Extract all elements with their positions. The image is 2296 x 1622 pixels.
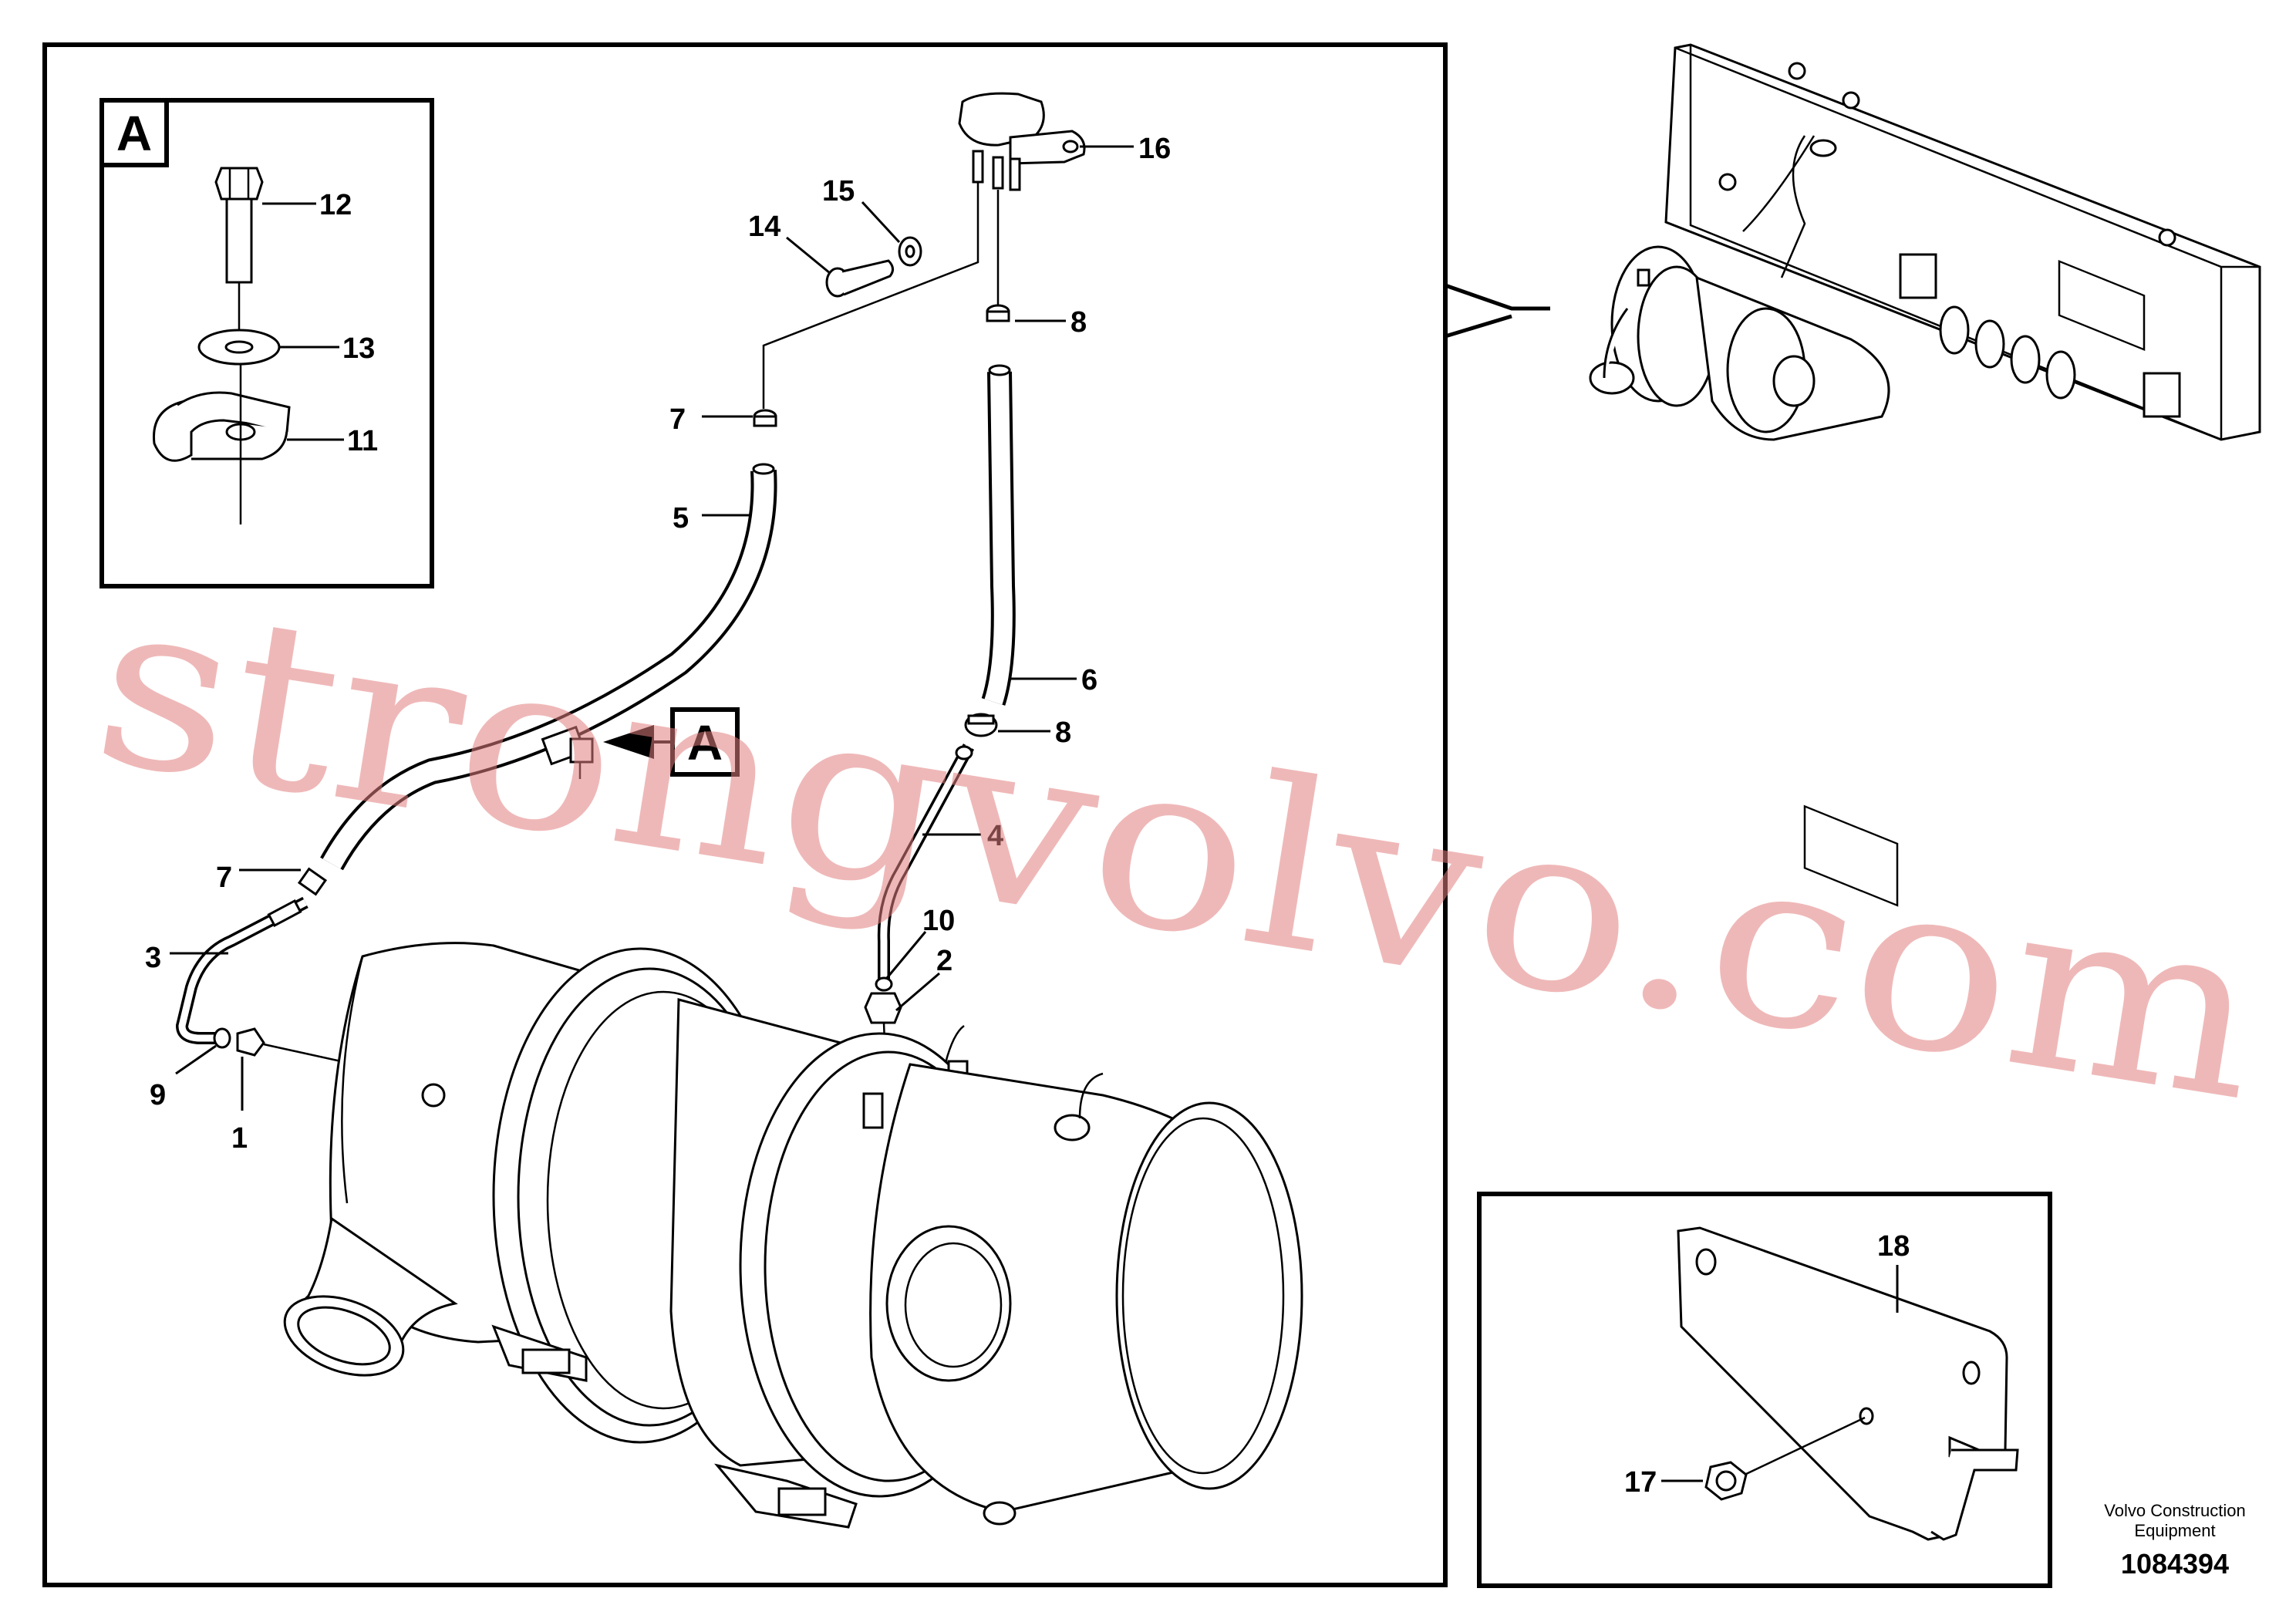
label-8-upper: 8	[1070, 306, 1087, 339]
label-7-lower: 7	[216, 862, 232, 894]
credit-line-2: Equipment	[2134, 1521, 2215, 1540]
hose-6	[981, 364, 1016, 706]
label-5: 5	[673, 502, 689, 534]
clip-7-upper	[753, 409, 777, 427]
label-18: 18	[1877, 1230, 1910, 1263]
overview-pointer	[1445, 283, 1550, 311]
nipple-10	[875, 976, 893, 992]
label-2: 2	[936, 945, 952, 977]
washer-15	[898, 236, 922, 267]
air-filter-housing	[283, 942, 1303, 1529]
label-14: 14	[748, 211, 781, 243]
tube-3	[175, 896, 308, 1044]
bracket-18	[1677, 1226, 2019, 1541]
nut-17-axis	[1744, 1416, 1866, 1476]
detail-a-box: A	[99, 98, 434, 588]
label-10: 10	[922, 905, 955, 937]
overview-pointer-lower	[1445, 314, 1512, 339]
sensor-16	[958, 92, 1086, 191]
clip-8-lower	[964, 713, 998, 737]
nut-17	[1704, 1461, 1748, 1501]
label-11: 11	[347, 425, 378, 457]
overview-machine	[1589, 43, 2261, 907]
leader-15	[861, 201, 901, 244]
main-frame	[42, 42, 1448, 1587]
washer-13	[197, 329, 281, 366]
clamp-a-on-hose	[541, 725, 594, 779]
fitting-1	[236, 1027, 265, 1057]
bolt-12	[214, 167, 264, 339]
label-9: 9	[150, 1079, 166, 1111]
label-6: 6	[1081, 664, 1097, 696]
leader-10	[885, 931, 927, 979]
label-13: 13	[342, 332, 375, 365]
leader-9	[175, 1044, 217, 1075]
callout-a-letter: A	[687, 715, 723, 771]
hose-route-left	[762, 182, 979, 409]
bracket-detail-box	[1477, 1192, 2052, 1588]
label-8-lower: 8	[1055, 717, 1071, 749]
tube-4	[877, 744, 975, 980]
label-7-upper: 7	[669, 403, 686, 436]
clamp-11	[153, 364, 291, 524]
fitting-2	[864, 992, 902, 1024]
clip-7-lower	[297, 867, 328, 896]
clip-8-upper	[986, 304, 1010, 322]
label-17: 17	[1624, 1466, 1657, 1499]
label-4: 4	[987, 820, 1003, 852]
label-15: 15	[822, 175, 855, 207]
credit-line-1: Volvo Construction	[2104, 1501, 2245, 1520]
label-12: 12	[319, 189, 352, 221]
label-3: 3	[145, 942, 161, 974]
nipple-9	[213, 1027, 231, 1049]
screw-14	[825, 259, 894, 298]
hose-5	[320, 463, 777, 871]
document-number: 1084394	[2121, 1548, 2229, 1580]
detail-a-letter: A	[116, 106, 152, 161]
label-16: 16	[1138, 133, 1171, 165]
callout-a: A	[603, 707, 740, 777]
label-1: 1	[231, 1122, 248, 1155]
leader-14	[786, 236, 831, 275]
leader-2	[895, 972, 940, 1012]
